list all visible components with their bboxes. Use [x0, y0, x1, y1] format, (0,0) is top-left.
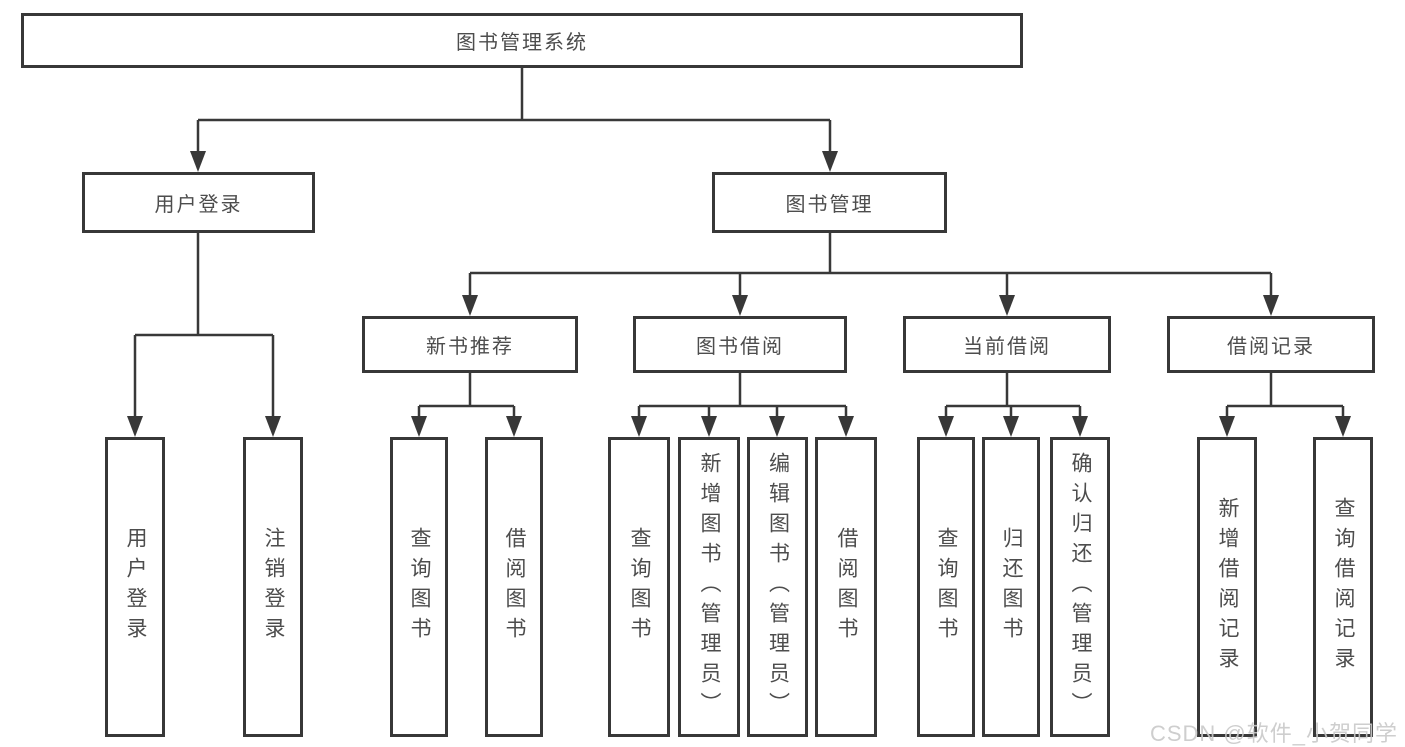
arrow-down-icon — [1335, 416, 1351, 437]
node-root-library-system: 图书管理系统 — [21, 13, 1023, 68]
arrow-down-icon — [769, 416, 785, 437]
arrow-down-icon — [1003, 416, 1019, 437]
connector-newbook-to-leaves — [417, 373, 516, 420]
leaf-query-borrow-record: 查询借阅记录 — [1313, 437, 1373, 737]
leaf-label: 借阅图书 — [835, 527, 858, 647]
leaf-add-borrow-record: 新增借阅记录 — [1197, 437, 1257, 737]
arrow-down-icon — [838, 416, 854, 437]
arrowheads — [127, 151, 1351, 437]
leaf-label: 归还图书 — [1000, 527, 1023, 647]
arrow-down-icon — [1219, 416, 1235, 437]
leaf-label: 新增借阅记录 — [1216, 497, 1239, 677]
node-book-borrow: 图书借阅 — [633, 316, 847, 373]
leaf-label: 注销登录 — [262, 527, 285, 647]
arrow-down-icon — [265, 416, 281, 437]
node-user-login: 用户登录 — [82, 172, 315, 233]
arrow-down-icon — [190, 151, 206, 172]
arrow-down-icon — [462, 295, 478, 316]
leaf-label: 借阅图书 — [503, 527, 526, 647]
leaf-query-books-recommend: 查询图书 — [390, 437, 448, 737]
leaf-borrow-books-recommend: 借阅图书 — [485, 437, 543, 737]
arrow-down-icon — [822, 151, 838, 172]
arrow-down-icon — [1263, 295, 1279, 316]
leaf-borrow-books: 借阅图书 — [815, 437, 877, 737]
csdn-watermark: CSDN @软件_小贺同学 — [1149, 721, 1398, 746]
connector-borrowrecord-to-leaves — [1225, 373, 1345, 420]
leaf-edit-books-admin: 编辑图书（管理员） — [747, 437, 808, 737]
leaf-label: 查询借阅记录 — [1332, 497, 1355, 677]
node-borrow-record: 借阅记录 — [1167, 316, 1375, 373]
leaf-user-login: 用户登录 — [105, 437, 165, 737]
connector-currentborrow-to-leaves — [944, 373, 1082, 420]
leaf-logout-login: 注销登录 — [243, 437, 303, 737]
arrow-down-icon — [411, 416, 427, 437]
arrow-down-icon — [631, 416, 647, 437]
arrow-down-icon — [732, 295, 748, 316]
arrow-down-icon — [1072, 416, 1088, 437]
node-book-management: 图书管理 — [712, 172, 947, 233]
leaf-label: 查询图书 — [408, 527, 431, 647]
arrow-down-icon — [701, 416, 717, 437]
connector-paths — [133, 68, 1345, 420]
leaf-query-books-current: 查询图书 — [917, 437, 975, 737]
connector-root-to-level2 — [196, 68, 832, 154]
arrow-down-icon — [999, 295, 1015, 316]
leaf-return-books: 归还图书 — [982, 437, 1040, 737]
leaf-confirm-return-admin: 确认归还（管理员） — [1050, 437, 1110, 737]
leaf-query-books-borrow: 查询图书 — [608, 437, 670, 737]
connector-bookmgmt-to-level3 — [468, 233, 1273, 299]
arrow-down-icon — [127, 416, 143, 437]
arrow-down-icon — [506, 416, 522, 437]
leaf-label: 确认归还（管理员） — [1069, 452, 1092, 722]
leaf-label: 新增图书（管理员） — [698, 452, 721, 722]
leaf-label: 查询图书 — [628, 527, 651, 647]
leaf-label: 用户登录 — [124, 527, 147, 647]
connector-userlogin-to-leaves — [133, 233, 275, 420]
connector-bookborrow-to-leaves — [637, 373, 848, 420]
node-current-borrow: 当前借阅 — [903, 316, 1111, 373]
leaf-add-books-admin: 新增图书（管理员） — [678, 437, 740, 737]
leaf-label: 编辑图书（管理员） — [766, 452, 790, 722]
arrow-down-icon — [938, 416, 954, 437]
node-new-book-recommend: 新书推荐 — [362, 316, 578, 373]
leaf-label: 查询图书 — [935, 527, 958, 647]
